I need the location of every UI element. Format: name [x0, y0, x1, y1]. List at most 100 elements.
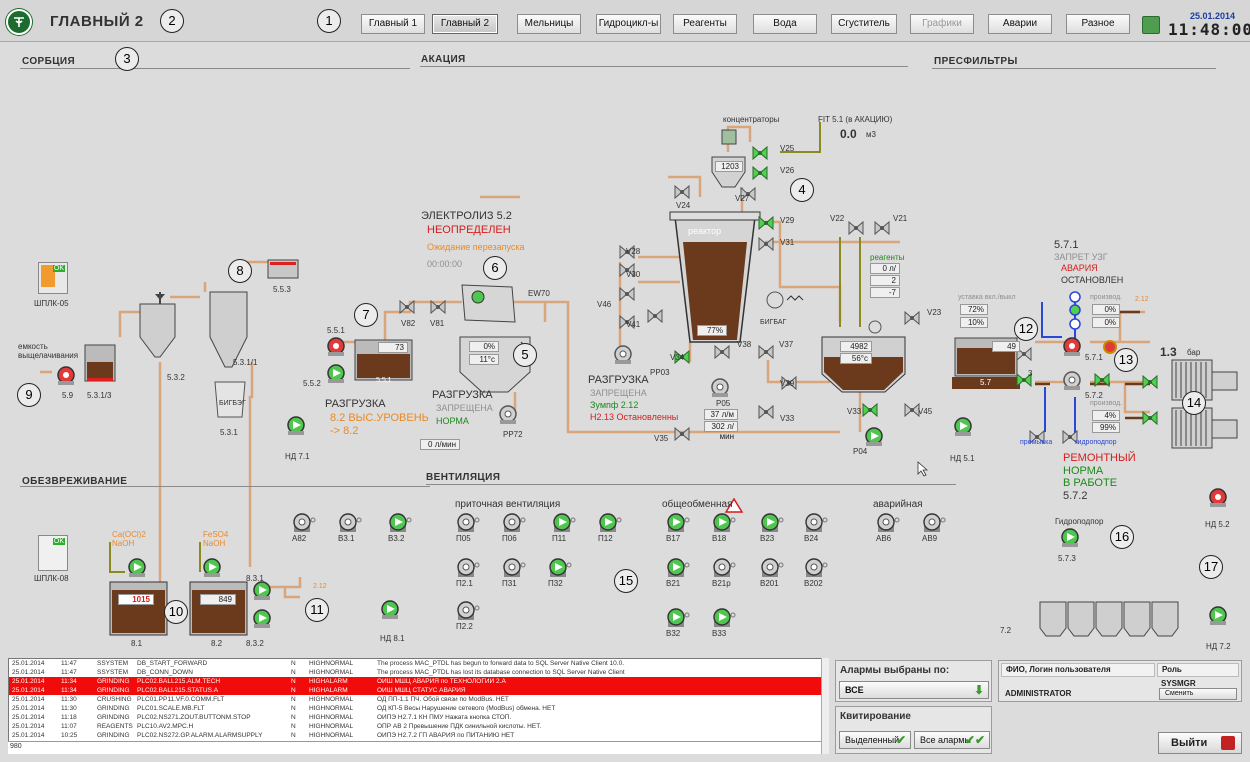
- pf-perf2-1[interactable]: 4%: [1092, 410, 1120, 421]
- valve-v27-label: V27: [735, 194, 750, 203]
- tab-thickener[interactable]: Сгуститель: [831, 14, 897, 34]
- fan-unit[interactable]: B32: [666, 607, 696, 641]
- fan-unit[interactable]: B23: [760, 512, 790, 546]
- electrolysis-state: НЕОПРЕДЕЛЕН: [427, 224, 511, 236]
- pump-pp72-label: РР72: [503, 430, 523, 439]
- fan-unit[interactable]: П2.2: [456, 600, 486, 634]
- log-cell-msg: ОД КП-5 Весы Нарушение сетевого (ModBus)…: [377, 705, 556, 712]
- exit-button[interactable]: Выйти: [1158, 732, 1242, 754]
- tab-main-1[interactable]: Главный 1: [361, 14, 425, 34]
- fan-unit[interactable]: B21р: [712, 557, 742, 591]
- fan-unit[interactable]: AB9: [922, 512, 952, 546]
- refresh-icon[interactable]: [1142, 16, 1160, 34]
- fit51-unit: м3: [866, 130, 876, 139]
- fan-unit[interactable]: П06: [502, 512, 532, 546]
- fan-unit[interactable]: B21: [666, 557, 696, 591]
- fan-unit[interactable]: B201: [760, 557, 790, 591]
- fan-unit[interactable]: П12: [598, 512, 628, 546]
- chevron-down-icon[interactable]: ⬇: [973, 683, 984, 697]
- fan-unit[interactable]: П11: [552, 512, 582, 546]
- log-cell-st: N: [291, 705, 296, 712]
- tab-charts[interactable]: Графики: [910, 14, 974, 34]
- tab-misc[interactable]: Разное: [1066, 14, 1130, 34]
- tab-main-2[interactable]: Главный 2: [432, 14, 498, 34]
- tab-water[interactable]: Вода: [753, 14, 817, 34]
- fan-unit[interactable]: B33: [712, 607, 742, 641]
- fan-unit[interactable]: П31: [502, 557, 532, 591]
- log-filter-input[interactable]: [8, 741, 821, 754]
- log-cell-st: N: [291, 660, 296, 667]
- valve-v21-label: V21: [893, 214, 908, 223]
- top-bar: ГЛАВНЫЙ 2 Главный 1 Главный 2 Мельницы Г…: [0, 0, 1250, 42]
- tab-reagents[interactable]: Реагенты: [673, 14, 737, 34]
- bigbag2-label: БИГБАГ: [760, 319, 787, 326]
- fan-label: B18: [712, 534, 727, 543]
- pf-perf2-2[interactable]: 99%: [1092, 422, 1120, 433]
- fan-unit[interactable]: B3.2: [388, 512, 418, 546]
- callout-1: 1: [317, 9, 341, 33]
- reagent-naoh2-label: NaOH: [203, 539, 226, 548]
- log-cell-msg: ОД ПП-1.1 ПЧ. Обой связи по ModBus. НЕТ: [377, 696, 509, 703]
- tank-81-level: 1015: [118, 594, 154, 605]
- fan-icon: [599, 513, 622, 532]
- fan-unit[interactable]: B24: [804, 512, 834, 546]
- ack-all-button[interactable]: Все алармы ✔✔: [914, 731, 990, 749]
- log-cell-tag: DB_CONN_DOWN: [137, 669, 193, 676]
- tab-hydrocyclones[interactable]: Гидроцикл-ы: [596, 14, 661, 34]
- pf-setpoint-on[interactable]: 72%: [960, 304, 988, 315]
- fan-label: B23: [760, 534, 775, 543]
- log-cell-tag: PLC02.NS272.GP.ALARM.ALARMSUPPLY: [137, 732, 263, 739]
- fan-unit[interactable]: B18: [712, 512, 742, 546]
- pf-setpoint-off[interactable]: 10%: [960, 317, 988, 328]
- pf-perf-label: производ.: [1090, 294, 1123, 301]
- cabinet-shplk05-icon[interactable]: OK: [38, 262, 68, 294]
- fan-icon: [457, 513, 480, 532]
- valve-v34-label: V34: [670, 353, 685, 362]
- tab-alarms[interactable]: Аварии: [988, 14, 1052, 34]
- tab-mills[interactable]: Мельницы: [517, 14, 581, 34]
- fan-unit[interactable]: A82: [292, 512, 322, 546]
- callout-5: 5: [513, 343, 537, 367]
- fan-unit[interactable]: П2.1: [456, 557, 486, 591]
- fan-unit[interactable]: П05: [456, 512, 486, 546]
- fan-icon: [805, 513, 828, 532]
- cabinet-shplk08-icon[interactable]: OK: [38, 535, 68, 571]
- fan-unit[interactable]: B17: [666, 512, 696, 546]
- valve-v26-label: V26: [780, 166, 795, 175]
- valve-v28-label: V28: [626, 247, 641, 256]
- fan-label: AB6: [876, 534, 892, 543]
- pf-perf-1[interactable]: 0%: [1092, 304, 1120, 315]
- unload2-forbid: ЗАПРЕЩЕНА: [436, 403, 493, 413]
- pump-831-label: 8.3.1: [246, 574, 264, 583]
- unload3-forbid: ЗАПРЕЩЕНА: [590, 388, 647, 398]
- fan-unit[interactable]: AB6: [876, 512, 906, 546]
- log-cell-time: 11:18: [61, 714, 77, 721]
- log-cell-st: N: [291, 714, 296, 721]
- reagents-label: реагенты: [870, 253, 905, 262]
- tank-5313-label: 5.3.1/3: [87, 391, 112, 400]
- fan-unit[interactable]: B3.1: [338, 512, 368, 546]
- log-cell-st: N: [291, 732, 296, 739]
- change-user-button[interactable]: Сменить: [1159, 688, 1237, 700]
- log-scrollbar[interactable]: [821, 658, 829, 754]
- logo-icon: [6, 9, 32, 35]
- nd52-label: НД 5.2: [1205, 520, 1230, 529]
- pf-perf-2[interactable]: 0%: [1092, 317, 1120, 328]
- alarm-filter-select[interactable]: ВСЕ ⬇: [839, 681, 989, 699]
- fan-unit[interactable]: B202: [804, 557, 834, 591]
- ack-selected-button[interactable]: Выделенный ✔: [839, 731, 911, 749]
- callout-7: 7: [354, 303, 378, 327]
- unload1-title: РАЗГРУЗКА: [325, 398, 386, 410]
- fan-unit[interactable]: П32: [548, 557, 578, 591]
- flow-302: 302 л/мин: [704, 421, 738, 441]
